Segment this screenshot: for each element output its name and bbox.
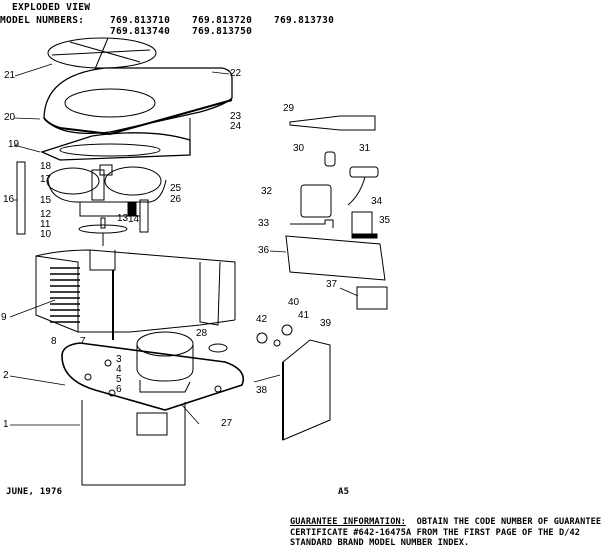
model-number: 769.813740 [110,26,171,37]
model-number: 769.813750 [192,26,253,37]
grommet-part [208,343,228,353]
callout-15: 15 [40,195,52,206]
switch-part [349,166,379,178]
front-housing-part [81,400,186,486]
callout-4: 4 [116,364,122,375]
wire-part [347,176,366,206]
callout-2: 2 [3,370,9,381]
callout-1: 1 [3,419,9,430]
callout-5: 5 [116,374,122,385]
guarantee-info: GUARANTEE INFORMATION: OBTAIN THE CODE N… [290,517,608,549]
callout-10: 10 [40,229,52,240]
condenser-part [35,249,236,340]
callout-31: 31 [359,143,371,154]
knob-part [281,324,293,336]
callout-32: 32 [261,186,273,197]
callout-38: 38 [256,385,268,396]
callout-9: 9 [1,312,7,323]
bracket-part [289,115,376,131]
callout-17: 17 [40,174,52,185]
callout-11: 11 [40,219,51,230]
callout-35: 35 [379,215,391,226]
callout-27: 27 [221,418,233,429]
diagram-title: EXPLODED VIEW [12,2,91,13]
capacitor-part [300,184,332,218]
callout-37: 37 [326,279,338,290]
base-pan-part [61,342,244,411]
relay-part [351,211,373,235]
callout-41: 41 [298,310,310,321]
fan-blade-part [78,217,128,246]
knob-part [256,332,268,344]
callout-34: 34 [371,196,383,207]
callout-6: 6 [116,384,122,395]
terminal-part [351,233,378,239]
callout-13: 13 [117,213,129,224]
frame-part [40,118,191,161]
page-number: A5 [338,487,350,497]
callout-12: 12 [40,209,52,220]
model-numbers-label: MODEL NUMBERS: [0,15,85,26]
callout-36: 36 [258,245,270,256]
callout-14: 14 [128,214,140,225]
callout-20: 20 [4,112,16,123]
knob-part [273,339,281,347]
callout-leaders [9,63,359,426]
compressor-part [136,331,194,393]
callout-3: 3 [116,354,122,365]
filter-disc-part [47,37,157,70]
callout-16: 16 [3,194,15,205]
control-box-part [285,235,386,281]
side-strip-part [16,161,26,235]
model-number: 769.813720 [192,15,253,26]
callout-18: 18 [40,161,52,172]
model-number: 769.813710 [110,15,171,26]
callout-29: 29 [283,103,295,114]
model-number: 769.813730 [274,15,335,26]
callout-23: 23 [230,111,242,122]
callout-42: 42 [256,314,268,325]
callout-24: 24 [230,121,242,132]
guarantee-text: OBTAIN THE CODE NUMBER OF GUARANTEE CERT… [290,517,602,548]
revision-date: JUNE, 1976 [6,487,63,497]
switch-block-part [356,286,388,310]
capacitor-small-part [324,151,336,167]
control-panel-part [282,339,331,441]
fan-motor-assembly [46,164,167,233]
callout-25: 25 [170,183,182,194]
callout-19: 19 [8,139,20,150]
callout-40: 40 [288,297,300,308]
callout-21: 21 [4,70,16,81]
callout-39: 39 [320,318,332,329]
callout-26: 26 [170,194,182,205]
top-cover-part [43,67,233,136]
callout-28: 28 [196,328,208,339]
rod-part [290,219,334,228]
guarantee-heading: GUARANTEE INFORMATION: [290,517,407,527]
callout-33: 33 [258,218,270,229]
callout-8: 8 [51,336,57,347]
callout-22: 22 [230,68,242,79]
callout-30: 30 [293,143,305,154]
callout-7: 7 [80,336,86,347]
